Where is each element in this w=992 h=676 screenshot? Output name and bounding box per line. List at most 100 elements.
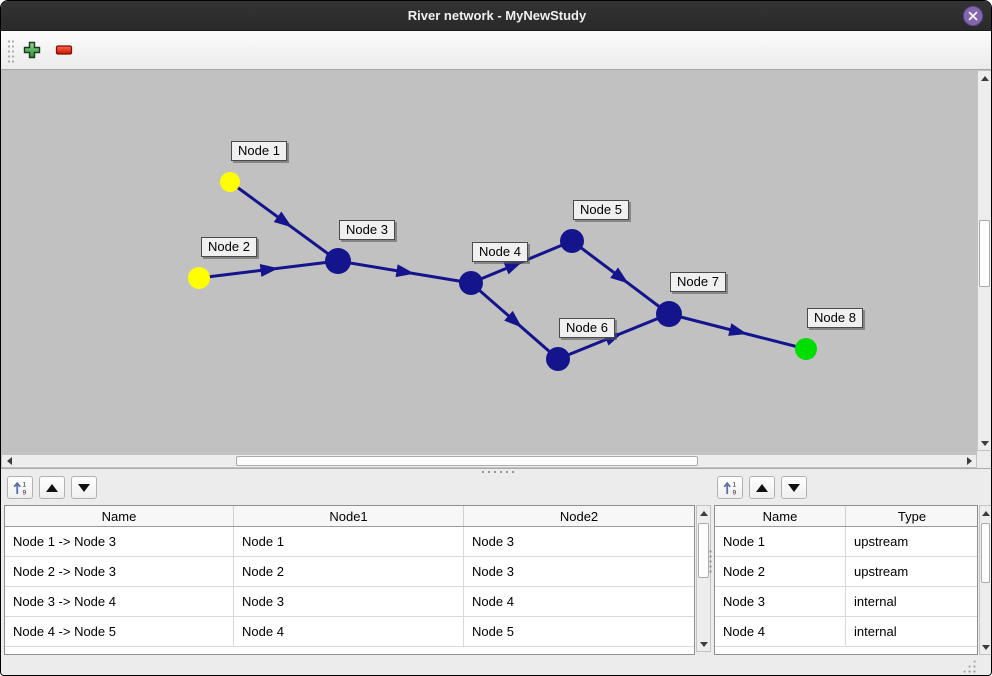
column-header[interactable]: Type	[897, 509, 927, 524]
table-row[interactable]: Node 1 upstream	[715, 527, 977, 557]
scroll-up-button[interactable]	[980, 507, 991, 519]
close-icon	[968, 11, 978, 21]
sort-ascending-icon: 1 9	[723, 481, 737, 496]
scroll-down-button[interactable]	[697, 638, 710, 650]
edge-arrowhead-icon	[273, 211, 293, 228]
edges-move-down-button[interactable]	[71, 476, 97, 499]
table-row[interactable]: Node 2 upstream	[715, 557, 977, 587]
close-button[interactable]	[963, 6, 983, 26]
table-cell[interactable]: Node 2	[715, 557, 846, 586]
node-node-6[interactable]	[546, 347, 570, 371]
table-cell[interactable]: Node 1	[715, 527, 846, 556]
canvas-hscrollbar[interactable]	[1, 454, 977, 468]
edges-move-up-button[interactable]	[39, 476, 65, 499]
canvas-vscrollbar[interactable]	[977, 70, 991, 451]
table-cell[interactable]: internal	[854, 594, 897, 609]
edge-arrowhead-icon	[504, 310, 523, 328]
scroll-right-button[interactable]	[963, 455, 975, 467]
node-node-8[interactable]	[795, 338, 817, 360]
table-cell[interactable]: Node 4	[715, 617, 846, 646]
hscroll-thumb[interactable]	[236, 456, 698, 466]
svg-text:1: 1	[733, 481, 737, 488]
table-cell[interactable]: Node 3 -> Node 4	[5, 587, 234, 616]
table-cell[interactable]: Node 5	[472, 624, 514, 639]
nodes-table-scrollbar[interactable]	[979, 505, 991, 655]
nodes-sort-button[interactable]: 1 9	[717, 476, 743, 499]
window-title: River network - MyNewStudy	[407, 8, 587, 23]
vscroll-thumb[interactable]	[979, 220, 990, 287]
add-node-button[interactable]	[19, 37, 45, 63]
horizontal-splitter-handle[interactable]	[480, 470, 516, 474]
column-header[interactable]: Node2	[559, 509, 599, 524]
vertical-splitter-handle[interactable]	[708, 549, 713, 575]
node-node-3[interactable]	[325, 248, 351, 274]
svg-text:9: 9	[23, 489, 27, 496]
table-cell[interactable]: Node 3	[472, 564, 514, 579]
table-cell[interactable]: upstream	[854, 534, 909, 549]
node-label-node-2: Node 2	[201, 237, 257, 257]
toolbar-drag-handle[interactable]	[7, 39, 15, 63]
remove-node-button[interactable]	[51, 37, 77, 63]
node-label-node-1: Node 1	[231, 141, 287, 161]
table-cell[interactable]: Node 3	[234, 587, 464, 616]
column-header[interactable]: Name	[5, 506, 234, 526]
main-toolbar	[1, 31, 991, 70]
svg-text:1: 1	[23, 481, 27, 488]
titlebar: River network - MyNewStudy	[1, 1, 991, 31]
edge-arrowhead-icon	[395, 264, 415, 278]
arrow-down-icon	[699, 641, 708, 647]
window-resize-grip[interactable]	[962, 659, 976, 673]
table-cell[interactable]: upstream	[854, 564, 909, 579]
table-row[interactable]: Node 4 internal	[715, 617, 977, 647]
node-node-1[interactable]	[220, 172, 240, 192]
edges-sort-button[interactable]: 1 9	[7, 476, 33, 499]
vscroll-thumb[interactable]	[981, 523, 990, 583]
edge-arrowhead-icon	[259, 264, 279, 277]
edge-arrowhead-icon	[728, 323, 748, 336]
node-label-node-6: Node 6	[559, 318, 615, 338]
arrow-down-icon	[981, 644, 990, 650]
edges-table-scrollbar[interactable]	[696, 505, 711, 652]
table-cell[interactable]: internal	[854, 624, 897, 639]
column-header[interactable]: Node1	[234, 506, 464, 526]
table-cell[interactable]: Node 4	[472, 594, 514, 609]
node-node-4[interactable]	[459, 271, 483, 295]
triangle-down-icon	[788, 483, 800, 492]
scroll-left-button[interactable]	[3, 455, 15, 467]
scroll-up-button[interactable]	[697, 507, 710, 519]
edge-arrowhead-icon	[503, 261, 523, 275]
table-cell[interactable]: Node 2 -> Node 3	[5, 557, 234, 586]
node-node-7[interactable]	[656, 301, 682, 327]
minus-icon	[55, 45, 73, 55]
table-cell[interactable]: Node 4	[234, 617, 464, 646]
node-node-5[interactable]	[560, 229, 584, 253]
scroll-down-button[interactable]	[980, 641, 991, 653]
arrow-up-icon	[980, 75, 989, 81]
table-cell[interactable]: Node 2	[234, 557, 464, 586]
table-cell[interactable]: Node 1	[234, 527, 464, 556]
node-node-2[interactable]	[188, 267, 210, 289]
nodes-move-down-button[interactable]	[781, 476, 807, 499]
table-row[interactable]: Node 3 internal	[715, 587, 977, 617]
scroll-up-button[interactable]	[978, 72, 991, 84]
table-cell[interactable]: Node 4 -> Node 5	[5, 617, 234, 646]
column-header[interactable]: Name	[715, 506, 846, 526]
triangle-up-icon	[756, 483, 768, 492]
table-cell[interactable]: Node 3	[715, 587, 846, 616]
table-cell[interactable]: Node 1 -> Node 3	[5, 527, 234, 556]
nodes-move-up-button[interactable]	[749, 476, 775, 499]
node-label-node-8: Node 8	[807, 308, 863, 328]
scroll-down-button[interactable]	[978, 437, 991, 449]
table-cell[interactable]: Node 3	[472, 534, 514, 549]
